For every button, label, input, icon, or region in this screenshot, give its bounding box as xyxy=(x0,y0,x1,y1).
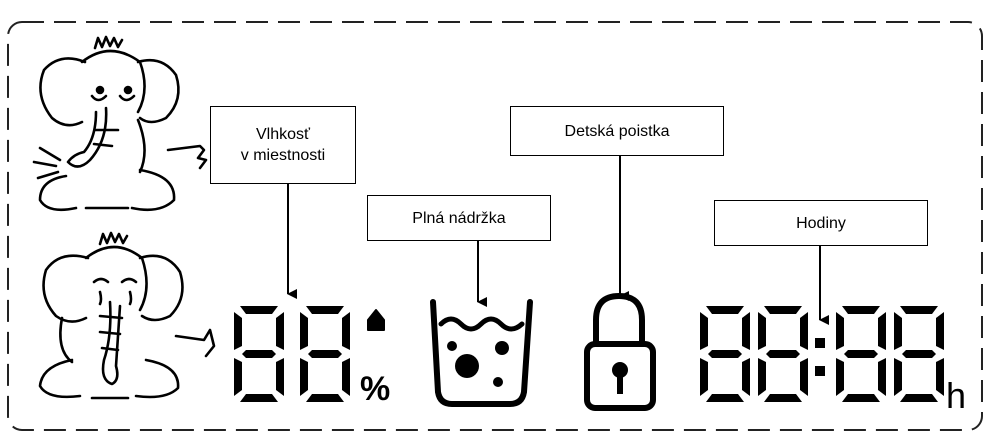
clock-digit-1-segment-g xyxy=(708,350,742,358)
humidity-unit: % xyxy=(360,370,390,408)
callout-child-lock: Detská poistka xyxy=(510,106,724,156)
callout-humidity-line1: Vlhkosť xyxy=(255,126,311,143)
clock-digit-1-segment-d xyxy=(706,394,744,402)
callout-tank: Plná nádržka xyxy=(367,195,551,241)
clock-digit-1 xyxy=(700,306,750,402)
clock-digit-3-segment-d xyxy=(842,394,880,402)
water-tank-icon xyxy=(430,299,533,407)
humidity-digit-2-segment-d xyxy=(306,394,344,402)
clock-digit-3-segment-b xyxy=(878,312,886,350)
clock-digit-1-segment-f xyxy=(700,312,708,350)
clock-digit-4-segment-f xyxy=(894,312,902,350)
clock-digit-1-segment-c xyxy=(742,358,750,396)
elephant-sad-icon xyxy=(38,231,216,400)
humidity-digit-2-segment-g xyxy=(308,350,342,358)
padlock-icon xyxy=(584,293,656,411)
clock-colon-lower xyxy=(815,366,825,376)
humidity-digit-2-segment-e xyxy=(300,358,308,396)
clock-colon-upper xyxy=(815,338,825,348)
clock-digit-3-segment-f xyxy=(836,312,844,350)
clock-digit-2-segment-d xyxy=(764,394,802,402)
clock-digit-4-segment-b xyxy=(936,312,944,350)
humidity-digit-2-segment-f xyxy=(300,312,308,350)
callout-humidity: Vlhkosť v miestnosti xyxy=(210,106,356,184)
callout-child-lock-label: Detská poistka xyxy=(564,122,670,140)
clock-digit-4-segment-d xyxy=(900,394,938,402)
humidity-digit-2 xyxy=(300,306,350,402)
callout-clock-label: Hodiny xyxy=(796,214,846,232)
humidity-digit-2-segment-a xyxy=(306,306,344,314)
clock-digit-3-segment-a xyxy=(842,306,880,314)
humidity-digit-1-segment-b xyxy=(276,312,284,350)
clock-digit-3 xyxy=(836,306,886,402)
clock-digit-2-segment-c xyxy=(800,358,808,396)
clock-digit-2-segment-a xyxy=(764,306,802,314)
clock-digit-3-segment-c xyxy=(878,358,886,396)
elephant-happy-icon xyxy=(32,35,208,212)
clock-digit-2-segment-e xyxy=(758,358,766,396)
humidity-digit-2-segment-b xyxy=(342,312,350,350)
clock-digit-2-segment-g xyxy=(766,350,800,358)
humidity-digit-1-segment-e xyxy=(234,358,242,396)
clock-digit-4-segment-c xyxy=(936,358,944,396)
clock-digit-3-segment-g xyxy=(844,350,878,358)
humidity-digit-1-segment-d xyxy=(240,394,278,402)
callout-tank-label: Plná nádržka xyxy=(412,209,506,227)
clock-digit-2-segment-f xyxy=(758,312,766,350)
clock-digit-1-segment-e xyxy=(700,358,708,396)
clock-display xyxy=(700,306,944,402)
humidity-digit-1-segment-g xyxy=(242,350,276,358)
callout-arrows xyxy=(287,154,829,325)
callout-clock: Hodiny xyxy=(714,200,928,246)
clock-digit-4 xyxy=(894,306,944,402)
humidity-digit-2-segment-c xyxy=(342,358,350,396)
clock-digit-1-segment-a xyxy=(706,306,744,314)
droplet-icon xyxy=(367,309,385,331)
humidity-digit-1-segment-a xyxy=(240,306,278,314)
humidity-display xyxy=(234,306,350,402)
clock-digit-4-segment-g xyxy=(902,350,936,358)
clock-digit-4-segment-e xyxy=(894,358,902,396)
clock-digit-3-segment-e xyxy=(836,358,844,396)
humidity-digit-1 xyxy=(234,306,284,402)
clock-digit-4-segment-a xyxy=(900,306,938,314)
callout-humidity-line2: v miestnosti xyxy=(240,147,326,164)
clock-digit-1-segment-b xyxy=(742,312,750,350)
humidity-digit-1-segment-f xyxy=(234,312,242,350)
lcd-frame xyxy=(7,21,983,431)
clock-digit-2 xyxy=(758,306,808,402)
humidity-digit-1-segment-c xyxy=(276,358,284,396)
clock-unit: h xyxy=(946,375,966,416)
clock-digit-2-segment-b xyxy=(800,312,808,350)
